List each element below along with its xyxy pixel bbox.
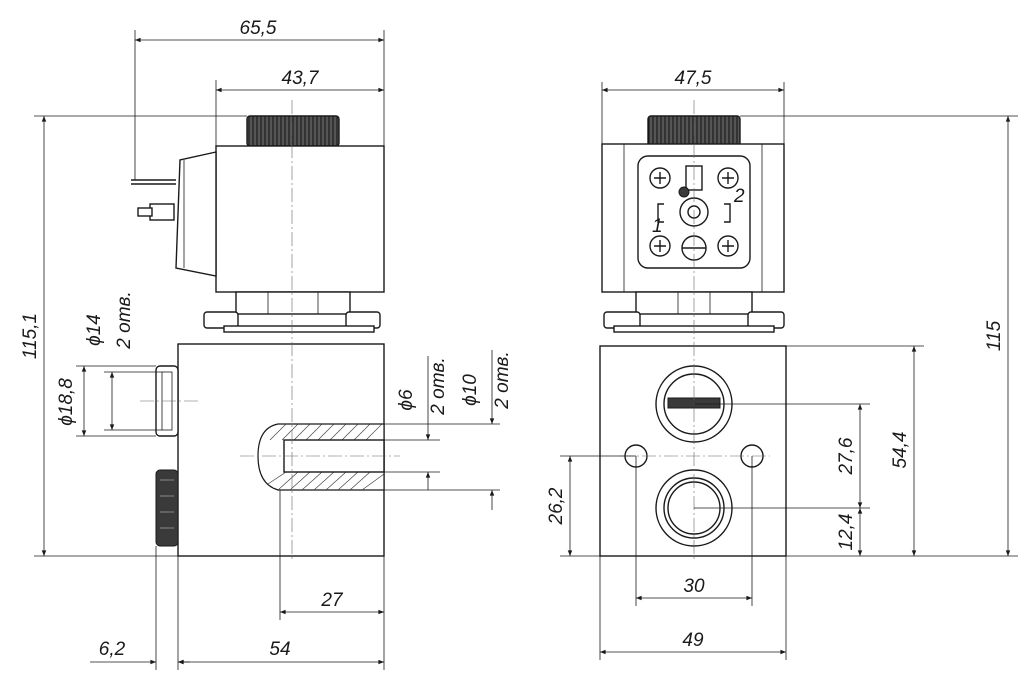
dim-47-5: 47,5 xyxy=(675,68,712,89)
dim-27: 27 xyxy=(320,590,344,611)
front-view-dimensions: 47,5 115 27,6 54,4 12,4 26,2 30 49 xyxy=(546,68,1018,660)
terminal-screw-bl xyxy=(649,235,671,257)
pin-2-label: 2 xyxy=(733,186,745,207)
dim-49: 49 xyxy=(682,630,704,651)
dim-115: 115 xyxy=(984,320,1005,351)
dim-phi18-8: ϕ18,8 xyxy=(56,378,77,426)
terminal-screw-tl xyxy=(649,167,671,189)
side-view-dimensions: 65,5 43,7 115,1 ϕ14 2 отв. ϕ18,8 ϕ6 2 от… xyxy=(20,18,513,670)
front-view: 1 2 xyxy=(599,100,787,560)
dim-26-2: 26,2 xyxy=(546,487,567,525)
armature-tube xyxy=(235,291,351,315)
terminal-screw-br xyxy=(717,235,739,257)
screw-left xyxy=(203,311,239,329)
dim-phi6-count: 2 отв. xyxy=(428,357,449,415)
knurled-nut xyxy=(246,115,340,147)
dim-phi14: ϕ14 xyxy=(84,314,105,346)
dim-54: 54 xyxy=(269,639,290,660)
dim-65-5: 65,5 xyxy=(240,18,277,39)
coil-housing xyxy=(215,145,385,293)
dim-12-4: 12,4 xyxy=(836,514,857,551)
side-port-lower xyxy=(155,469,179,547)
dim-43-7: 43,7 xyxy=(282,68,320,89)
connector-plug xyxy=(175,151,217,277)
dim-phi6: ϕ6 xyxy=(396,389,417,411)
dim-30: 30 xyxy=(683,576,705,597)
dim-27-6: 27,6 xyxy=(836,437,857,475)
dim-6-2: 6,2 xyxy=(99,639,126,660)
side-view xyxy=(131,100,400,560)
dim-phi10-count: 2 отв. xyxy=(492,351,513,409)
dim-115-1: 115,1 xyxy=(20,313,41,359)
dim-54-4: 54,4 xyxy=(890,432,911,469)
pin-1-label: 1 xyxy=(652,216,663,237)
dim-phi14-count: 2 отв. xyxy=(114,291,135,349)
terminal-screw-tr xyxy=(717,167,739,189)
dim-phi10: ϕ10 xyxy=(460,374,481,406)
